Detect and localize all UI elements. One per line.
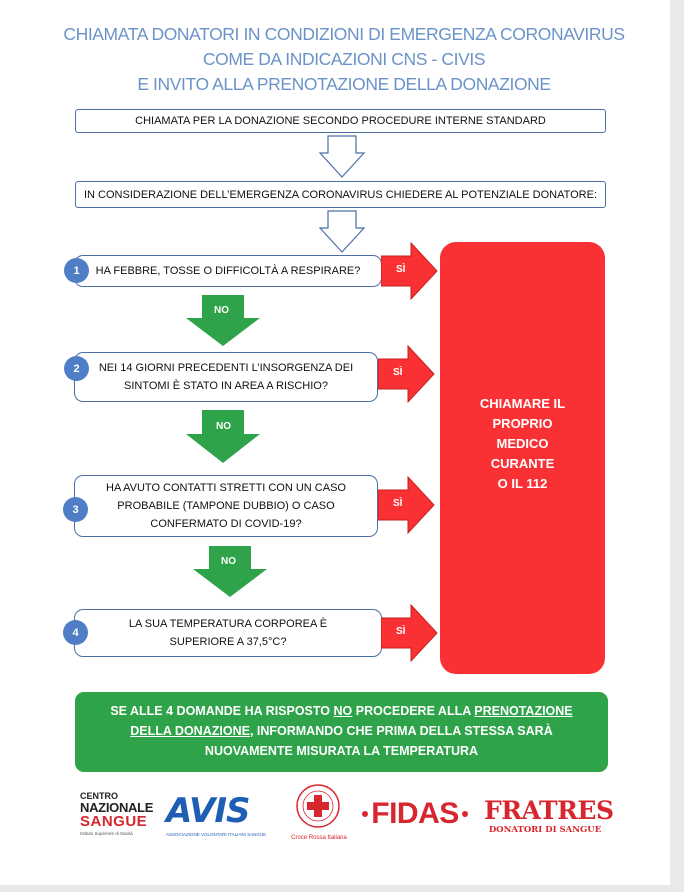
question-number-badge-1: 1: [64, 258, 89, 283]
step-box-standard-procedure-label: CHIAMATA PER LA DONAZIONE SECONDO PROCED…: [135, 115, 546, 127]
red-cross-icon: [296, 784, 340, 828]
yes-label-1: SÌ: [396, 264, 406, 275]
proceed-booking-banner: SE ALLE 4 DOMANDE HA RISPOSTO NO PROCEDE…: [75, 692, 608, 772]
question-3-text-line-2: PROBABILE (TAMPONE DUBBIO) O CASO: [117, 500, 335, 512]
title-line-1: CHIAMATA DONATORI IN CONDIZIONI DI EMERG…: [63, 24, 625, 44]
step-box-standard-procedure: CHIAMATA PER LA DONAZIONE SECONDO PROCED…: [75, 109, 606, 133]
dot-icon: [362, 811, 369, 817]
no-label-3: NO: [221, 556, 236, 567]
no-green-arrow-icon: [186, 410, 260, 463]
no-label-1: NO: [214, 305, 229, 316]
croce-rossa-logo: Croce Rossa Italiana: [283, 783, 355, 849]
no-label-2: NO: [216, 421, 231, 432]
banner-line-2: DELLA DONAZIONE, INFORMANDO CHE PRIMA DE…: [130, 724, 553, 738]
question-2-text-line-2: SINTOMI È STATO IN AREA A RISCHIO?: [124, 380, 328, 392]
question-3-text-line-1: HA AVUTO CONTATTI STRETTI CON UN CASO: [106, 482, 346, 494]
no-green-arrow-icon: [186, 295, 260, 346]
step-box-emergency-label: IN CONSIDERAZIONE DELL’EMERGENZA CORONAV…: [83, 188, 598, 201]
question-number-badge-3: 3: [63, 497, 88, 522]
dot-icon: [461, 811, 468, 817]
call-doctor-line-2: PROPRIO: [492, 416, 553, 431]
avis-logo: AVIS ASSOCIAZIONE VOLONTARI ITALIANI SAN…: [166, 791, 267, 837]
no-green-arrow-icon: [193, 546, 267, 597]
fidas-logo: FIDAS: [362, 794, 468, 834]
call-doctor-line-1: CHIAMARE IL: [479, 396, 566, 411]
banner-line-3: NUOVAMENTE MISURATA LA TEMPERATURA: [204, 744, 479, 758]
page: CHIAMATA DONATORI IN CONDIZIONI DI EMERG…: [0, 0, 670, 885]
question-box-4: LA SUA TEMPERATURA CORPOREA È SUPERIORE …: [74, 609, 382, 657]
call-doctor-line-3: MEDICO: [496, 436, 549, 451]
call-doctor-panel: CHIAMARE IL PROPRIO MEDICO CURANTE O IL …: [440, 242, 605, 674]
yes-red-arrow-icon: [381, 604, 438, 662]
question-4-text-line-1: LA SUA TEMPERATURA CORPOREA È: [128, 618, 328, 630]
question-box-2: NEI 14 GIORNI PRECEDENTI L’INSORGENZA DE…: [74, 352, 378, 402]
question-number-badge-4: 4: [63, 620, 88, 645]
banner-line-1: SE ALLE 4 DOMANDE HA RISPOSTO NO PROCEDE…: [110, 704, 573, 718]
yes-label-4: SÌ: [396, 626, 406, 637]
question-box-1: HA FEBBRE, TOSSE O DIFFICOLTÀ A RESPIRAR…: [74, 255, 382, 287]
call-doctor-line-4: CURANTE: [490, 456, 555, 471]
question-1-text: HA FEBBRE, TOSSE O DIFFICOLTÀ A RESPIRAR…: [95, 265, 361, 277]
call-doctor-line-5: O IL 112: [497, 476, 548, 491]
step-box-emergency-question: IN CONSIDERAZIONE DELL’EMERGENZA CORONAV…: [75, 181, 606, 208]
title-line-2: COME DA INDICAZIONI CNS - CIVIS: [202, 49, 486, 69]
title-line-3: E INVITO ALLA PRENOTAZIONE DELLA DONAZIO…: [137, 74, 551, 94]
yes-red-arrow-icon: [378, 345, 435, 403]
yes-red-arrow-icon: [378, 476, 435, 534]
cns-logo: CENTRO NAZIONALE SANGUE Istituto Superio…: [80, 791, 154, 837]
hollow-down-arrow-icon: [318, 135, 366, 178]
hollow-down-arrow-icon: [318, 210, 366, 253]
yes-label-2: SÌ: [393, 367, 403, 378]
question-box-3: HA AVUTO CONTATTI STRETTI CON UN CASO PR…: [74, 475, 378, 537]
fratres-logo: FRATRES DONATORI DI SANGUE: [484, 796, 614, 836]
yes-red-arrow-icon: [381, 242, 438, 300]
question-number-badge-2: 2: [64, 356, 89, 381]
question-2-text-line-1: NEI 14 GIORNI PRECEDENTI L’INSORGENZA DE…: [98, 362, 354, 374]
question-3-text-line-3: CONFERMATO DI COVID-19?: [150, 518, 302, 530]
yes-label-3: SÌ: [393, 498, 403, 509]
question-4-text-line-2: SUPERIORE A 37,5°C?: [169, 636, 287, 648]
page-title: CHIAMATA DONATORI IN CONDIZIONI DI EMERG…: [40, 22, 648, 97]
